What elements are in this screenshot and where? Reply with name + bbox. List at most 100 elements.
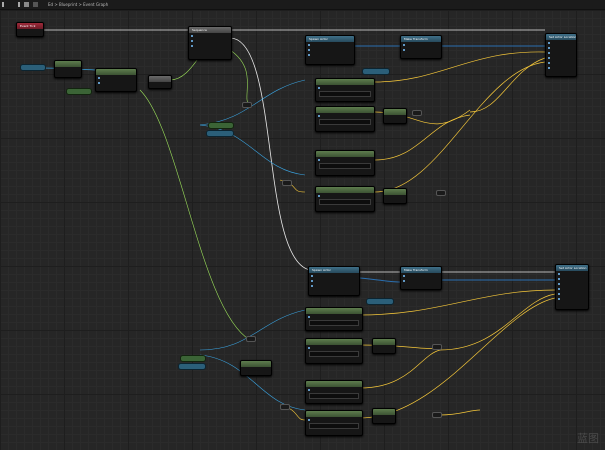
exec-pin[interactable] (189, 38, 231, 43)
input-pin[interactable] (316, 193, 374, 198)
input-pin[interactable] (306, 314, 362, 319)
back-icon[interactable] (2, 2, 9, 7)
green-function-node[interactable] (305, 338, 363, 364)
input-pin[interactable] (556, 296, 588, 301)
green-function-node[interactable] (305, 307, 363, 331)
green-function-node[interactable] (305, 380, 363, 404)
breadcrumb[interactable]: Ed > Blueprint > Event Graph (48, 2, 109, 7)
input-pin[interactable] (306, 47, 354, 52)
make-transform-node-bottom[interactable]: Make Transform (400, 266, 442, 290)
value-field[interactable] (319, 119, 371, 125)
math-node[interactable] (54, 60, 82, 78)
variable-getter[interactable] (206, 130, 234, 137)
exec-pin[interactable] (189, 33, 231, 38)
input-pin[interactable] (316, 113, 374, 118)
input-pin[interactable] (316, 85, 374, 90)
small-math-title (373, 339, 395, 345)
reroute-node[interactable] (280, 404, 290, 410)
variable-getter[interactable] (20, 64, 46, 71)
input-pin[interactable] (546, 60, 576, 65)
compare-node[interactable] (148, 75, 172, 89)
green-function-node[interactable] (315, 186, 375, 212)
input-pin[interactable] (401, 273, 441, 278)
reroute-node[interactable] (436, 190, 446, 196)
spawn-actor-node-top[interactable]: Spawn Actor (305, 35, 355, 65)
exec-pin[interactable] (189, 43, 231, 48)
small-math-node[interactable] (383, 108, 407, 124)
input-pin[interactable] (316, 157, 374, 162)
reroute-node[interactable] (246, 336, 256, 342)
small-math-node[interactable] (383, 188, 407, 204)
value-field[interactable] (319, 163, 371, 169)
reroute-node[interactable] (432, 344, 442, 350)
green-function-node[interactable] (315, 150, 375, 176)
reroute-node[interactable] (412, 110, 422, 116)
object-wire (199, 309, 306, 351)
input-pin[interactable] (306, 417, 362, 422)
input-pin[interactable] (309, 278, 359, 283)
function-node-title (96, 69, 136, 75)
input-pin[interactable] (556, 291, 588, 296)
forward-icon[interactable] (13, 2, 20, 7)
green-function-node[interactable] (315, 106, 375, 132)
set-location-node-bottom[interactable]: Set Actor Location (555, 264, 589, 310)
input-pin[interactable] (556, 276, 588, 281)
input-pin[interactable] (96, 80, 136, 85)
home-icon[interactable] (24, 2, 29, 7)
input-pin[interactable] (546, 55, 576, 60)
input-pin[interactable] (401, 278, 441, 283)
exec-pin[interactable] (546, 40, 576, 45)
variable-getter[interactable] (178, 363, 206, 370)
reroute-node[interactable] (432, 412, 442, 418)
final-top-title: Set Actor Location (546, 34, 576, 40)
math-node[interactable] (240, 360, 272, 376)
value-field[interactable] (309, 393, 359, 399)
green-node-title (316, 107, 374, 113)
input-pin[interactable] (306, 345, 362, 350)
variable-getter[interactable] (208, 122, 234, 129)
reroute-node[interactable] (242, 102, 252, 108)
input-pin[interactable] (546, 50, 576, 55)
input-pin[interactable] (306, 52, 354, 57)
event-graph-canvas[interactable]: Event Tick Sequence Spawn Actor Make Tra… (0, 10, 605, 450)
value-field[interactable] (309, 320, 359, 326)
spawn-actor-node-bottom[interactable]: Spawn Actor (308, 266, 360, 296)
input-pin[interactable] (546, 45, 576, 50)
input-pin[interactable] (309, 283, 359, 288)
event-tick-node[interactable]: Event Tick (16, 22, 44, 37)
value-field[interactable] (309, 351, 359, 357)
make-transform-node-top[interactable]: Make Transform (400, 35, 442, 59)
input-pin[interactable] (556, 286, 588, 291)
input-pin[interactable] (556, 281, 588, 286)
input-pin[interactable] (96, 75, 136, 80)
variable-getter[interactable] (66, 88, 92, 95)
exec-pin[interactable] (556, 271, 588, 276)
exec-pin[interactable] (306, 42, 354, 47)
variable-getter[interactable] (362, 68, 390, 75)
variable-getter[interactable] (366, 298, 394, 305)
set-location-node-top[interactable]: Set Actor Location (545, 33, 577, 77)
value-field[interactable] (319, 199, 371, 205)
math-node-title (241, 361, 271, 367)
small-math-node[interactable] (372, 338, 396, 354)
float-wire (229, 49, 251, 106)
small-math-node[interactable] (372, 408, 396, 424)
input-pin[interactable] (306, 387, 362, 392)
exec-pin[interactable] (309, 273, 359, 278)
value-field[interactable] (319, 91, 371, 97)
input-pin[interactable] (401, 42, 441, 47)
function-node[interactable] (95, 68, 137, 92)
variable-getter[interactable] (180, 355, 206, 362)
sequence-node-title: Sequence (189, 27, 231, 33)
input-pin[interactable] (401, 47, 441, 52)
reroute-node[interactable] (282, 180, 292, 186)
exec-wire (229, 37, 311, 271)
sequence-node[interactable]: Sequence (188, 26, 232, 60)
event-node-title: Event Tick (17, 23, 43, 29)
value-field[interactable] (309, 423, 359, 429)
green-function-node[interactable] (305, 410, 363, 436)
green-node-title (306, 381, 362, 387)
input-pin[interactable] (546, 65, 576, 70)
green-function-node[interactable] (315, 78, 375, 102)
function-icon[interactable] (33, 2, 38, 7)
